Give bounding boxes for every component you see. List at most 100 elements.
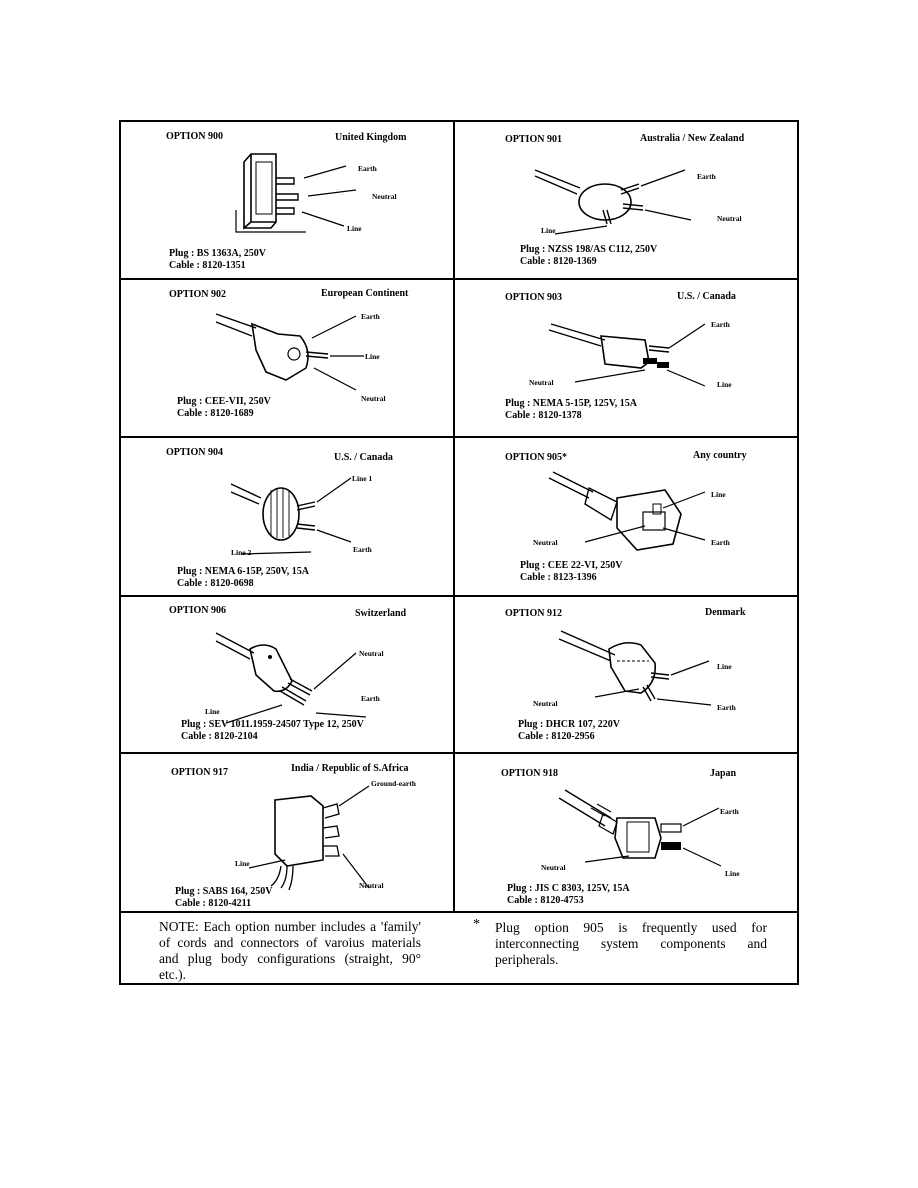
plug-spec: Plug : SABS 164, 250V [175, 886, 273, 897]
plug-spec: Plug : NEMA 6-15P, 250V, 15A [177, 566, 309, 577]
option-number: OPTION 904 [166, 447, 223, 458]
option-number: OPTION 906 [169, 605, 226, 616]
plug-spec: Plug : NZSS 198/AS C112, 250V [520, 244, 658, 255]
nema-6-15-plug-icon [230, 477, 352, 555]
cable-number: Cable : 8120-1689 [177, 408, 254, 419]
country-name: India / Republic of S.Africa [291, 763, 409, 774]
option-cell-901: OPTION 901 Australia / New Zealand Earth… [455, 122, 797, 278]
earth-label: Earth [358, 164, 377, 173]
swiss-plug-icon [215, 632, 367, 724]
option-number: OPTION 905* [505, 452, 567, 463]
neutral-label: Neutral [533, 538, 558, 547]
earth-label: Earth [697, 172, 716, 181]
neutral-label: Neutral [361, 394, 386, 403]
line-label: Line [235, 859, 250, 868]
neutral-label: Neutral [529, 378, 554, 387]
cable-number: Cable : 8120-1378 [505, 410, 582, 421]
country-name: Japan [710, 768, 737, 779]
country-name: Switzerland [355, 608, 407, 619]
line-1-label: Line 1 [352, 474, 373, 483]
earth-label: Earth [711, 538, 730, 547]
earth-label: Earth [361, 312, 380, 321]
plug-spec: Plug : SEV 1011.1959-24507 Type 12, 250V [181, 719, 364, 730]
plug-spec: Plug : BS 1363A, 250V [169, 248, 266, 259]
country-name: Australia / New Zealand [640, 133, 745, 144]
plug-spec: Plug : DHCR 107, 220V [518, 719, 620, 730]
option-number: OPTION 902 [169, 289, 226, 300]
option-cell-904: OPTION 904 U.S. / Canada Line 1 Line 2 E… [121, 438, 453, 595]
earth-label: Earth [717, 703, 736, 712]
option-number: OPTION 918 [501, 768, 558, 779]
neutral-label: Neutral [359, 881, 384, 890]
plug-spec: Plug : NEMA 5-15P, 125V, 15A [505, 398, 637, 409]
option-cell-906: OPTION 906 Switzerland Neutral Line Eart… [121, 597, 453, 752]
cable-number: Cable : 8120-1351 [169, 260, 246, 271]
japan-plug-icon [558, 789, 722, 867]
plug-spec: Plug : CEE 22-VI, 250V [520, 560, 623, 571]
option-cell-912: OPTION 912 Denmark Line Neutral Earth Pl… [455, 597, 797, 752]
neutral-label: Neutral [541, 863, 566, 872]
note-family-text: NOTE: Each option number includes a 'fam… [159, 919, 421, 982]
neutral-label: Neutral [717, 214, 742, 223]
us-plug-icon [548, 323, 706, 387]
europe-plug-icon [215, 313, 364, 391]
cable-number: Cable : 8120-1369 [520, 256, 597, 267]
earth-label: Earth [361, 694, 380, 703]
cable-number: Cable : 8120-2104 [181, 731, 258, 742]
plug-spec: Plug : CEE-VII, 250V [177, 396, 271, 407]
note-option-905-text: Plug option 905 is frequently used for i… [495, 920, 767, 967]
row-divider [121, 278, 797, 280]
line-label: Line [717, 380, 732, 389]
line-label: Line [725, 869, 740, 878]
row-divider [121, 436, 797, 438]
option-cell-903: OPTION 903 U.S. / Canada Earth Neutral L… [455, 280, 797, 436]
line-2-label: Line 2 [231, 548, 252, 557]
ground-earth-label: Ground-earth [371, 779, 416, 788]
country-name: U.S. / Canada [677, 291, 736, 302]
earth-label: Earth [720, 807, 739, 816]
cable-number: Cable : 8120-0698 [177, 578, 254, 589]
row-divider [121, 911, 797, 913]
neutral-label: Neutral [372, 192, 397, 201]
iec-connector-icon [548, 471, 706, 551]
country-name: United Kingdom [335, 132, 407, 143]
option-number: OPTION 903 [505, 292, 562, 303]
line-label: Line [717, 662, 732, 671]
country-name: Denmark [705, 607, 746, 618]
option-number: OPTION 900 [166, 131, 223, 142]
uk-plug-icon [235, 153, 357, 233]
row-divider [121, 752, 797, 754]
option-number: OPTION 901 [505, 134, 562, 145]
line-label: Line [541, 226, 556, 235]
line-label: Line [347, 224, 362, 233]
line-label: Line [711, 490, 726, 499]
cable-number: Cable : 8120-4753 [507, 895, 584, 906]
column-divider [453, 122, 455, 913]
country-name: Any country [693, 450, 747, 461]
cable-number: Cable : 8120-4211 [175, 898, 252, 909]
option-number: OPTION 917 [171, 767, 228, 778]
cable-number: Cable : 8123-1396 [520, 572, 597, 583]
cable-number: Cable : 8120-2956 [518, 731, 595, 742]
option-cell-918: OPTION 918 Japan Earth Neutral Line Plug… [455, 754, 797, 911]
australia-plug-icon [534, 169, 692, 235]
country-name: European Continent [321, 288, 409, 299]
row-divider [121, 595, 797, 597]
denmark-plug-icon [558, 630, 712, 706]
line-label: Line [365, 352, 380, 361]
line-label: Line [205, 707, 220, 716]
option-cell-900: OPTION 900 United Kingdom Earth Neutral … [121, 122, 453, 278]
country-name: U.S. / Canada [334, 452, 393, 463]
plug-spec: Plug : JIS C 8303, 125V, 15A [507, 883, 630, 894]
option-number: OPTION 912 [505, 608, 562, 619]
neutral-label: Neutral [359, 649, 384, 658]
earth-label: Earth [353, 545, 372, 554]
option-cell-917: OPTION 917 India / Republic of S.Africa … [121, 754, 453, 911]
footnote-asterisk: * [473, 917, 480, 932]
india-plug-icon [248, 785, 370, 891]
power-cord-options-table: OPTION 900 United Kingdom Earth Neutral … [119, 120, 799, 985]
option-cell-905: OPTION 905* Any country Line Neutral Ear… [455, 438, 797, 595]
option-cell-902: OPTION 902 European Continent Earth Line… [121, 280, 453, 436]
earth-label: Earth [711, 320, 730, 329]
neutral-label: Neutral [533, 699, 558, 708]
